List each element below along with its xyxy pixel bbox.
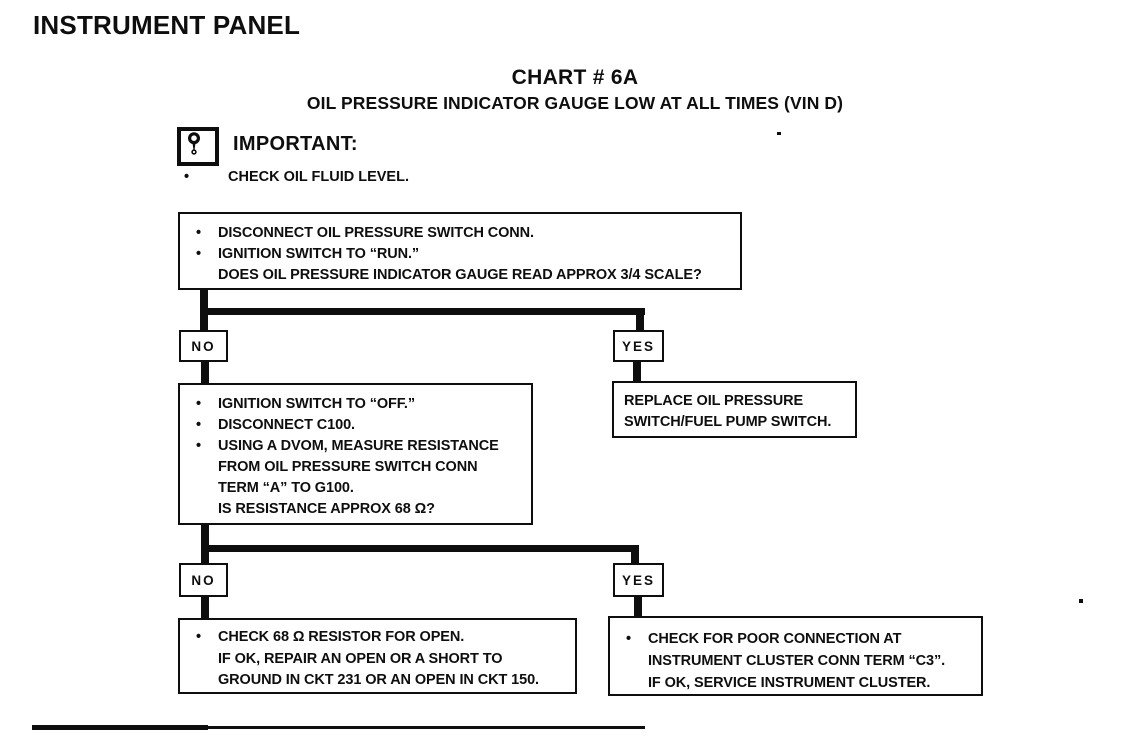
- connector-line: [201, 597, 209, 618]
- flow-box-result-no: • CHECK 68 Ω RESISTOR FOR OPEN. IF OK, R…: [178, 618, 577, 694]
- important-box: [177, 127, 219, 166]
- bullet: [194, 670, 218, 692]
- connector-line: [200, 308, 645, 315]
- flow-line-text: CHECK 68 Ω RESISTOR FOR OPEN.: [218, 629, 465, 645]
- flow-box-question-2: • IGNITION SWITCH TO “OFF.” • DISCONNECT…: [178, 383, 533, 525]
- flow-line: DOES OIL PRESSURE INDICATOR GAUGE READ A…: [194, 265, 734, 286]
- flow-line-text: IS RESISTANCE APPROX 68 Ω?: [218, 501, 435, 517]
- bullet: •: [196, 246, 202, 262]
- page-title: INSTRUMENT PANEL: [33, 10, 301, 40]
- flow-line-text: GROUND IN CKT 231 OR AN OPEN IN CKT 150.: [218, 672, 539, 688]
- bullet: [194, 457, 218, 478]
- bullet: [624, 650, 648, 672]
- branch2-no-tag: NO: [179, 563, 228, 597]
- chart-subtitle: OIL PRESSURE INDICATOR GAUGE LOW AT ALL …: [306, 93, 844, 113]
- flow-line-text: CHECK FOR POOR CONNECTION AT: [648, 631, 902, 647]
- bullet: [624, 672, 648, 694]
- bullet: [194, 478, 218, 499]
- flow-box-question-1: • DISCONNECT OIL PRESSURE SWITCH CONN. •…: [178, 212, 742, 290]
- flow-line: TERM “A” TO G100.: [194, 478, 527, 499]
- bottom-rule: [32, 725, 208, 730]
- flow-line-text: REPLACE OIL PRESSURE: [624, 393, 804, 409]
- flow-line-text: IGNITION SWITCH TO “OFF.”: [218, 396, 416, 412]
- flow-line-text: DISCONNECT C100.: [218, 417, 355, 433]
- bullet: [194, 499, 218, 520]
- scan-speck: [1079, 599, 1083, 603]
- branch2-yes-tag: YES: [613, 563, 664, 597]
- flow-line: • DISCONNECT C100.: [194, 415, 527, 436]
- connector-line: [634, 597, 642, 616]
- connector-line: [636, 308, 644, 330]
- important-label: IMPORTANT:: [233, 133, 358, 155]
- flow-line: IF OK, REPAIR AN OPEN OR A SHORT TO: [194, 649, 571, 671]
- flow-line: SWITCH/FUEL PUMP SWITCH.: [624, 412, 851, 433]
- bullet: •: [196, 396, 202, 412]
- flow-line-text: IGNITION SWITCH TO “RUN.”: [218, 246, 420, 262]
- chart-header: CHART # 6A OIL PRESSURE INDICATOR GAUGE …: [160, 66, 990, 114]
- flow-line: IS RESISTANCE APPROX 68 Ω?: [194, 499, 527, 520]
- flow-line: • USING A DVOM, MEASURE RESISTANCE: [194, 436, 527, 457]
- flow-line: • DISCONNECT OIL PRESSURE SWITCH CONN.: [194, 223, 734, 244]
- flow-line-text: INSTRUMENT CLUSTER CONN TERM “C3”.: [648, 653, 946, 669]
- flow-box-result-yes: • CHECK FOR POOR CONNECTION AT INSTRUMEN…: [608, 616, 983, 696]
- important-item: • CHECK OIL FLUID LEVEL.: [184, 169, 409, 185]
- flow-line: • IGNITION SWITCH TO “OFF.”: [194, 394, 527, 415]
- chart-title: CHART # 6A: [511, 66, 639, 89]
- bottom-rule: [205, 726, 645, 729]
- exclamation-icon: [181, 132, 215, 155]
- connector-line: [201, 362, 209, 383]
- flow-line: GROUND IN CKT 231 OR AN OPEN IN CKT 150.: [194, 670, 571, 692]
- bullet: •: [626, 631, 632, 647]
- flow-line: FROM OIL PRESSURE SWITCH CONN: [194, 457, 527, 478]
- branch1-yes-tag: YES: [613, 330, 664, 362]
- bullet: •: [184, 169, 190, 185]
- flow-line-text: FROM OIL PRESSURE SWITCH CONN: [218, 459, 478, 475]
- scan-speck: [777, 132, 781, 135]
- flow-line-text: DOES OIL PRESSURE INDICATOR GAUGE READ A…: [218, 267, 702, 283]
- branch1-no-tag: NO: [179, 330, 228, 362]
- flow-line: • CHECK FOR POOR CONNECTION AT: [624, 628, 977, 650]
- bullet: [194, 265, 218, 286]
- bullet: •: [196, 629, 202, 645]
- flow-line: INSTRUMENT CLUSTER CONN TERM “C3”.: [624, 650, 977, 672]
- flow-line-text: DISCONNECT OIL PRESSURE SWITCH CONN.: [218, 225, 534, 241]
- flow-line: IF OK, SERVICE INSTRUMENT CLUSTER.: [624, 672, 977, 694]
- flow-line: REPLACE OIL PRESSURE: [624, 391, 851, 412]
- flow-line: • IGNITION SWITCH TO “RUN.”: [194, 244, 734, 265]
- flow-line-text: IF OK, REPAIR AN OPEN OR A SHORT TO: [218, 650, 503, 667]
- flow-line-text: SWITCH/FUEL PUMP SWITCH.: [624, 414, 832, 430]
- bullet: •: [196, 417, 202, 433]
- connector-line: [201, 525, 209, 563]
- flow-line-text: TERM “A” TO G100.: [218, 480, 354, 496]
- important-item-text: CHECK OIL FLUID LEVEL.: [228, 169, 409, 185]
- flow-line-text: USING A DVOM, MEASURE RESISTANCE: [218, 438, 499, 454]
- flow-box-replace-switch: REPLACE OIL PRESSURE SWITCH/FUEL PUMP SW…: [612, 381, 857, 438]
- connector-line: [633, 362, 641, 381]
- bullet: [194, 649, 218, 671]
- bullet: •: [196, 438, 202, 454]
- connector-line: [201, 545, 639, 552]
- bullet: •: [196, 225, 202, 241]
- flow-line: • CHECK 68 Ω RESISTOR FOR OPEN.: [194, 627, 571, 649]
- connector-line: [631, 545, 639, 563]
- flow-line-text: IF OK, SERVICE INSTRUMENT CLUSTER.: [648, 675, 931, 691]
